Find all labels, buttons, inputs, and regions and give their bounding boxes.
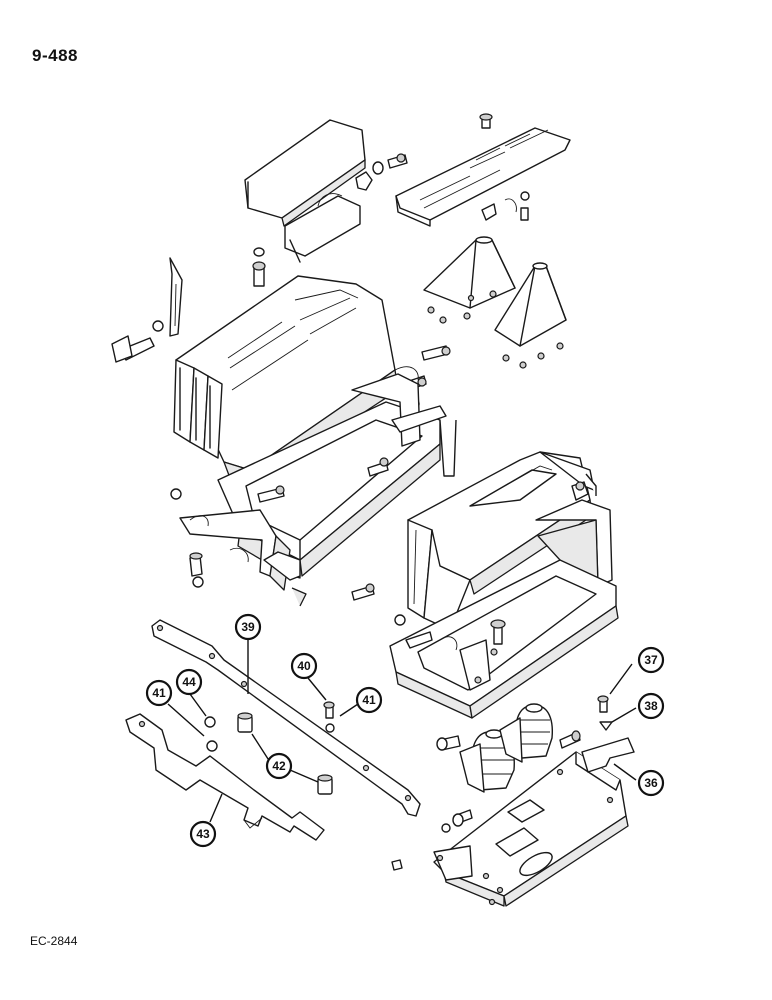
- right-console-base-frame: [389, 559, 619, 719]
- svg-text:41: 41: [152, 686, 166, 700]
- svg-text:39: 39: [241, 620, 255, 634]
- callout-43: 43: [189, 820, 217, 848]
- small-hardware-37-38: [597, 695, 613, 731]
- svg-text:43: 43: [196, 827, 210, 841]
- cover-plate-36: [581, 737, 635, 773]
- left-side-bracket: [170, 488, 375, 607]
- svg-text:41: 41: [362, 693, 376, 707]
- slotted-mounting-plate: [395, 113, 571, 227]
- right-console-cover: [407, 451, 613, 631]
- armrest-pad: [244, 119, 366, 227]
- pad-fasteners: [252, 153, 408, 287]
- callout-42: 42: [265, 752, 293, 780]
- left-console-cover: [111, 257, 451, 483]
- callout-44: 44: [175, 668, 203, 696]
- page-number: 9-488: [32, 46, 78, 65]
- svg-text:42: 42: [272, 759, 286, 773]
- callout-37: 37: [637, 646, 665, 674]
- pad-clip: [355, 171, 373, 191]
- callout-39: 39: [234, 613, 262, 641]
- support-bracket-43: [125, 713, 325, 841]
- lower-hardware: [204, 701, 335, 795]
- drawing-code: EC-2844: [30, 934, 78, 948]
- svg-text:37: 37: [644, 653, 658, 667]
- callout-41-right: 41: [355, 686, 383, 714]
- callout-38: 38: [637, 692, 665, 720]
- lever-boot-right: [494, 262, 567, 369]
- callout-leaders: [167, 640, 637, 823]
- shifter-base-plate: [391, 751, 629, 907]
- shift-gaiter-right: [499, 703, 581, 763]
- svg-text:44: 44: [182, 675, 196, 689]
- callout-41-left: 41: [145, 679, 173, 707]
- svg-text:36: 36: [644, 776, 658, 790]
- support-bar-39: [151, 619, 421, 817]
- armrest-bracket: [284, 195, 361, 263]
- lever-boot-left: [423, 236, 516, 324]
- svg-text:40: 40: [297, 659, 311, 673]
- callout-40: 40: [290, 652, 318, 680]
- svg-text:38: 38: [644, 699, 658, 713]
- callout-36: 36: [637, 769, 665, 797]
